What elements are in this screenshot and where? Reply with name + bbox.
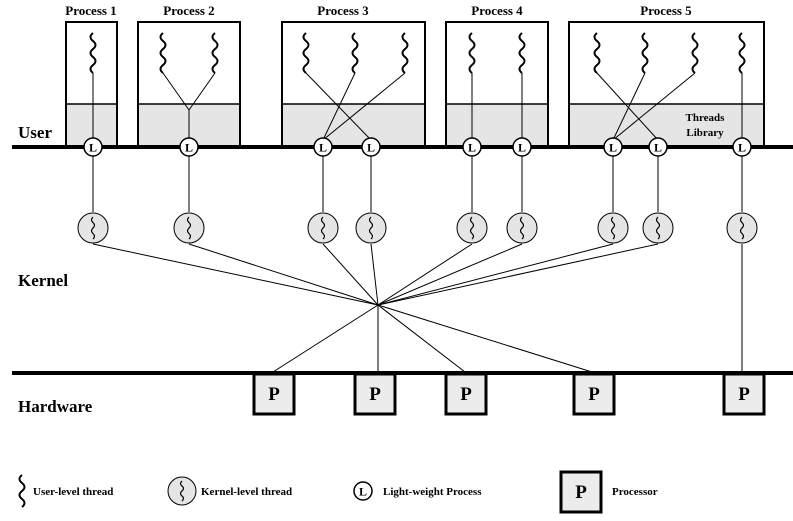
process-4-label: Process 4 (471, 3, 523, 18)
kernel-thread-icon (642, 212, 674, 244)
lwp-icon: L (462, 137, 482, 157)
legend-label-user-thread: User-level thread (33, 486, 113, 498)
legend-label-processor: Processor (612, 486, 658, 498)
legend-item-processor: P Processor (559, 470, 658, 514)
lwp-icon: L (179, 137, 199, 157)
user-thread-icon (18, 474, 26, 508)
process-3-label: Process 3 (317, 3, 369, 18)
user-thread-icon (518, 32, 526, 74)
user-thread-icon (159, 32, 167, 74)
processor-label: P (588, 384, 600, 405)
legend-label-lwp: Light-weight Process (383, 486, 482, 498)
process-1: Process 1 (65, 3, 118, 148)
processor-label: P (268, 384, 280, 405)
user-thread-icon (738, 32, 746, 74)
user-thread-icon (401, 32, 409, 74)
kernel-thread-icon (167, 476, 197, 506)
user-thread-icon (641, 32, 649, 74)
legend: User-level thread Kernel-level thread L … (18, 470, 658, 514)
layer-label-hardware: Hardware (18, 397, 93, 416)
user-threads (89, 32, 746, 74)
lwp-label: L (359, 485, 367, 499)
user-thread-icon (691, 32, 699, 74)
process-4: Process 4 (445, 3, 549, 148)
processor-icon: P (252, 372, 296, 416)
lwp-label: L (319, 141, 327, 155)
lwp-label: L (738, 141, 746, 155)
processor-label: P (369, 384, 381, 405)
processor-label: P (575, 482, 587, 503)
lwp-icon: L (83, 137, 103, 157)
processor-label: P (738, 384, 750, 405)
user-to-lwp-lines (92, 72, 743, 141)
processor-label: P (460, 384, 472, 405)
process-5-label: Process 5 (640, 3, 692, 18)
legend-item-lwp: L Light-weight Process (353, 481, 482, 501)
lwp-to-kernel-lines (92, 156, 743, 212)
user-thread-icon (593, 32, 601, 74)
lwp-icon: L (313, 137, 333, 157)
threads-library-label-2: Library (686, 127, 724, 139)
user-thread-icon (302, 32, 310, 74)
user-thread-icon (211, 32, 219, 74)
processor-icon: P (722, 372, 766, 416)
process-1-label: Process 1 (65, 3, 116, 18)
lwp-label: L (518, 141, 526, 155)
lwp-icon: L (353, 481, 373, 501)
legend-label-kernel-thread: Kernel-level thread (201, 486, 292, 498)
processors: P P P P P (252, 372, 766, 416)
processor-icon: P (444, 372, 488, 416)
lwp-label: L (654, 141, 662, 155)
kernel-thread-icon (456, 212, 488, 244)
lwp-icon: L (732, 137, 752, 157)
user-thread-icon (468, 32, 476, 74)
process-2-label: Process 2 (163, 3, 214, 18)
lwp-icon: L (603, 137, 623, 157)
kernel-threads (77, 212, 758, 244)
lwp-icon: L (648, 137, 668, 157)
user-thread-icon (89, 32, 97, 74)
lwp-icon: L (361, 137, 381, 157)
layer-label-user: User (18, 123, 52, 142)
user-thread-icon (351, 32, 359, 74)
lwps: L L L L L L L L (83, 137, 752, 157)
legend-item-kernel-thread: Kernel-level thread (167, 476, 292, 506)
processor-icon: P (572, 372, 616, 416)
kernel-thread-icon (307, 212, 339, 244)
processor-icon: P (353, 372, 397, 416)
kernel-thread-icon (355, 212, 387, 244)
kernel-thread-icon (173, 212, 205, 244)
lwp-icon: L (512, 137, 532, 157)
process-3: Process 3 (281, 3, 426, 148)
kernel-thread-icon (77, 212, 109, 244)
lwp-label: L (367, 141, 375, 155)
processor-icon: P (559, 470, 603, 514)
lwp-label: L (468, 141, 476, 155)
lwp-label: L (185, 141, 193, 155)
kernel-thread-icon (726, 212, 758, 244)
legend-item-user-thread: User-level thread (18, 474, 113, 508)
lwp-label: L (89, 141, 97, 155)
kernel-thread-icon (506, 212, 538, 244)
kernel-thread-icon (597, 212, 629, 244)
lwp-label: L (609, 141, 617, 155)
kernel-to-processor-lines (92, 243, 743, 373)
layer-label-kernel: Kernel (18, 271, 68, 290)
threads-library-label: Threads (686, 112, 726, 124)
